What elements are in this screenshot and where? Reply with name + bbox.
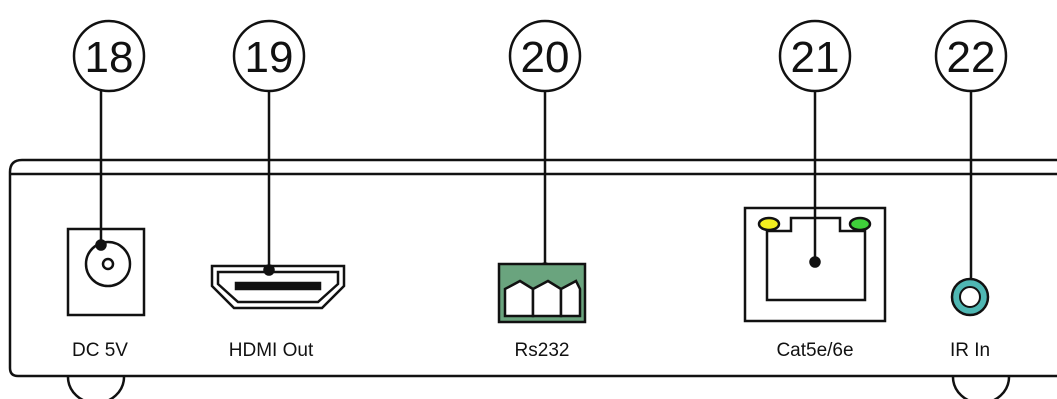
rj45-ethernet-port	[743, 206, 887, 323]
foot-left	[66, 376, 126, 399]
hdmi-inner-shell	[216, 270, 340, 304]
label-cat5e-6e: Cat5e/6e	[776, 340, 853, 361]
rs232-pin-slot	[503, 279, 535, 318]
callout-21: 21	[778, 19, 852, 93]
hdmi-port	[210, 264, 346, 310]
callout-number: 18	[85, 33, 134, 82]
leader-dot-21	[809, 256, 821, 268]
callout-18: 18	[72, 19, 146, 93]
callout-number: 19	[245, 33, 294, 82]
callout-19: 19	[232, 19, 306, 93]
rj45-socket	[765, 216, 867, 302]
ir-jack-hole	[959, 286, 981, 308]
callout-22: 22	[934, 19, 1008, 93]
dc-jack-pin	[101, 257, 115, 271]
callout-number: 22	[947, 33, 996, 82]
rj45-housing	[743, 206, 887, 323]
label-dc-5v: DC 5V	[72, 340, 128, 361]
label-rs232: Rs232	[515, 340, 570, 361]
callout-20: 20	[508, 19, 582, 93]
chassis-outline	[8, 158, 1057, 378]
dc-power-jack	[66, 227, 146, 317]
hdmi-outer-shell	[210, 264, 346, 310]
foot-right	[951, 376, 1011, 399]
callout-number: 20	[521, 33, 570, 82]
led-right-icon	[848, 216, 872, 232]
rs232-pin-slot	[531, 279, 563, 318]
rs232-pin-slot	[559, 279, 582, 318]
leader-lines	[95, 91, 973, 278]
chassis	[8, 158, 1057, 399]
label-ir-in: IR In	[950, 340, 990, 361]
ir-input-jack	[950, 277, 990, 317]
dc-jack-outer-ring	[84, 240, 132, 288]
rs232-terminal-block	[497, 262, 587, 324]
callout-number: 21	[791, 33, 840, 82]
callout-circle	[72, 19, 146, 93]
led-left-icon	[757, 216, 781, 232]
label-hdmi-out: HDMI Out	[229, 340, 314, 361]
dc-jack-housing	[66, 227, 146, 317]
hdmi-contact-strip	[234, 281, 322, 291]
